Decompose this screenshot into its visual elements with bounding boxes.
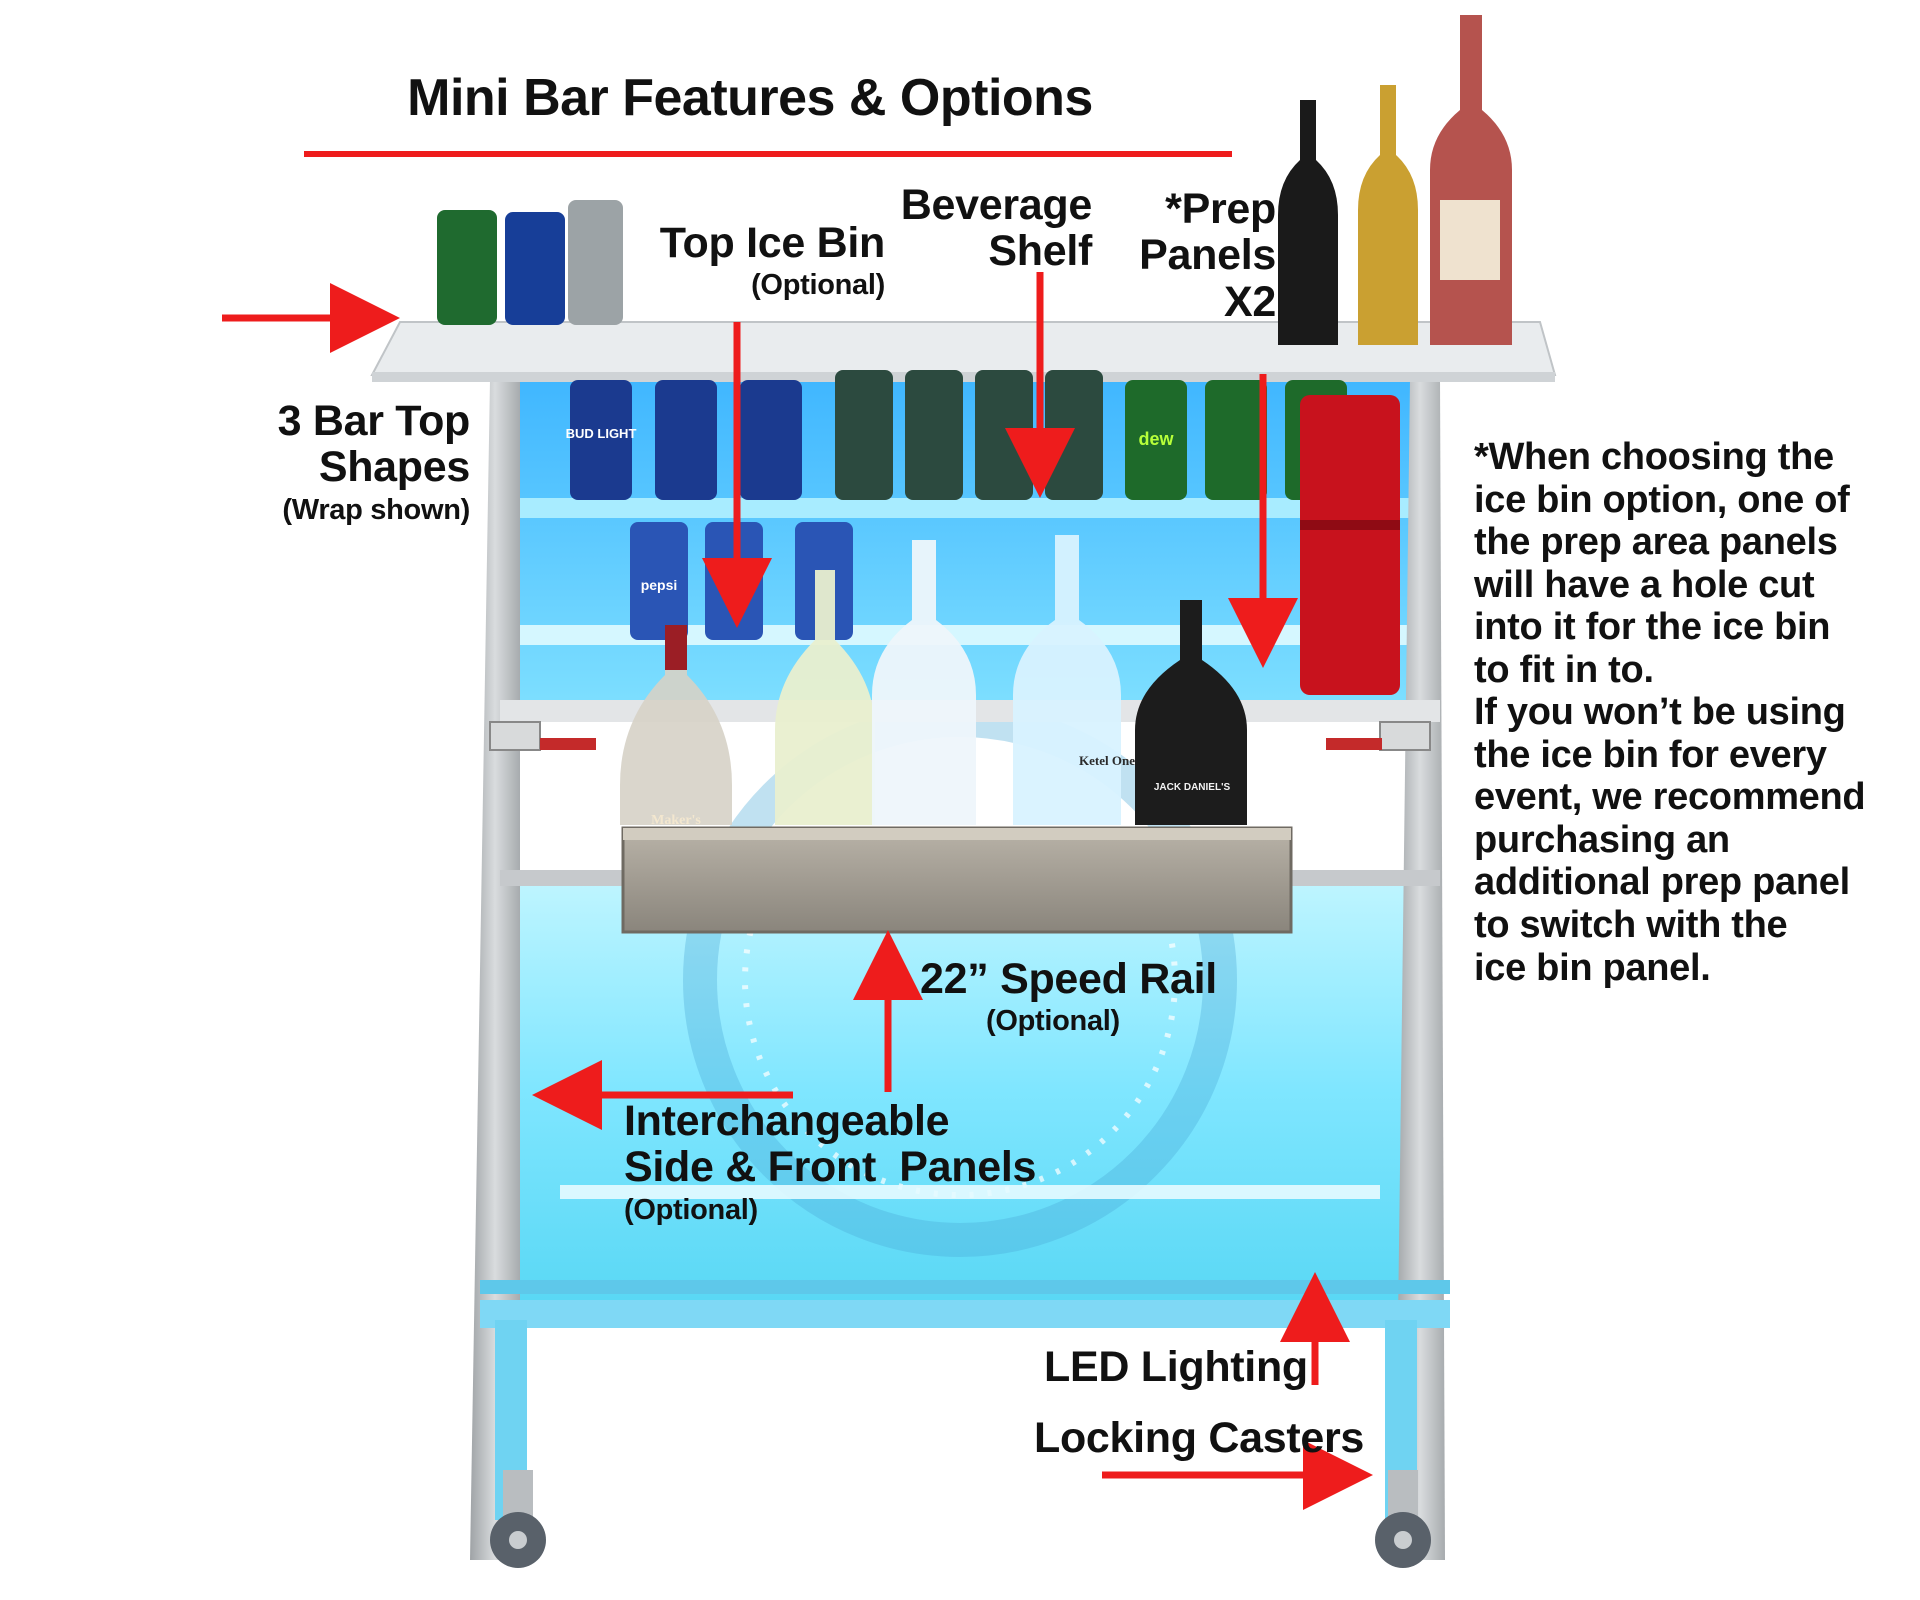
bottle-label: Maker's — [651, 813, 701, 828]
note-line: the prep area panels — [1474, 521, 1838, 564]
note-line: If you won’t be using — [1474, 691, 1846, 734]
label-led-lighting-line1: LED Lighting — [1044, 1343, 1308, 1391]
bottle-label: Ketel One — [1079, 753, 1135, 768]
cans-on-bar-top — [437, 200, 623, 325]
cans-top-shelf: BUD LIGHT dew — [566, 370, 1347, 500]
note-line: to switch with the — [1474, 904, 1788, 947]
label-locking-casters: Locking Casters — [1034, 1414, 1365, 1462]
note-line: ice bin option, one of — [1474, 478, 1850, 521]
label-beverage-shelf-line2: Shelf — [988, 227, 1092, 276]
label-prep-panels-line1: *Prep — [1165, 185, 1276, 233]
label-prep-panels-line3: X2 — [1224, 277, 1276, 326]
label-prep-panels-line2: Panels — [1139, 231, 1276, 280]
note-line: to fit in to. — [1474, 648, 1654, 691]
label-bar-top-sub: (Wrap shown) — [282, 493, 470, 526]
label-beverage-shelf: Beverage Shelf — [880, 181, 1093, 276]
speed-rail-bottles: Ketel One JACK DANIEL'S Maker's — [620, 535, 1247, 828]
label-speed-rail-line1: 22” Speed Rail — [920, 955, 1217, 1003]
label-locking-casters-line1: Locking Casters — [1034, 1414, 1365, 1462]
label-top-ice-bin-sub: (Optional) — [751, 269, 885, 302]
bottle-label: JACK DANIEL'S — [1154, 782, 1231, 793]
label-beverage-shelf-line1: Beverage — [900, 181, 1093, 229]
title-underline — [304, 151, 1232, 157]
label-bar-top-line2: Shapes — [318, 443, 470, 492]
locking-casters — [490, 1470, 1431, 1568]
can-brand-label: BUD LIGHT — [566, 426, 637, 441]
note-line: *When choosing the — [1474, 436, 1834, 478]
bottles-on-bar-top — [1278, 15, 1512, 345]
bar-top — [370, 321, 1557, 382]
red-cups — [1300, 395, 1400, 695]
can-brand-label: pepsi — [641, 577, 678, 593]
label-bar-top: 3 Bar Top Shapes (Wrap shown) — [240, 397, 471, 526]
note-line: purchasing an — [1474, 818, 1730, 861]
label-speed-rail-sub: (Optional) — [986, 1005, 1120, 1038]
page-title: Mini Bar Features & Options — [407, 69, 1093, 127]
side-clamps — [489, 721, 1431, 751]
note-line: the ice bin for every — [1474, 733, 1827, 776]
label-panels-line2: Side & Front Panels — [624, 1143, 1037, 1192]
note-line: ice bin panel. — [1474, 946, 1711, 989]
speed-rail — [621, 826, 1293, 934]
label-bar-top-line1: 3 Bar Top — [277, 397, 471, 445]
label-led-lighting: LED Lighting — [1044, 1343, 1308, 1391]
label-panels-sub: (Optional) — [624, 1193, 758, 1226]
label-top-ice-bin: Top Ice Bin (Optional) — [640, 219, 886, 302]
can-brand-label: dew — [1138, 429, 1174, 449]
label-prep-panels: *Prep Panels X2 — [1110, 185, 1276, 326]
annotation-arrows — [222, 272, 1373, 1510]
note-line: event, we recommend — [1474, 776, 1866, 819]
label-speed-rail: 22” Speed Rail (Optional) — [920, 956, 1240, 1038]
label-panels: Interchangeable Side & Front Panels (Opt… — [624, 1097, 1037, 1226]
note-line: will have a hole cut — [1474, 563, 1815, 606]
label-top-ice-bin-line1: Top Ice Bin — [659, 219, 886, 267]
label-panels-line1: Interchangeable — [624, 1097, 950, 1145]
note-line: into it for the ice bin — [1474, 606, 1831, 649]
note-line: additional prep panel — [1474, 861, 1850, 904]
